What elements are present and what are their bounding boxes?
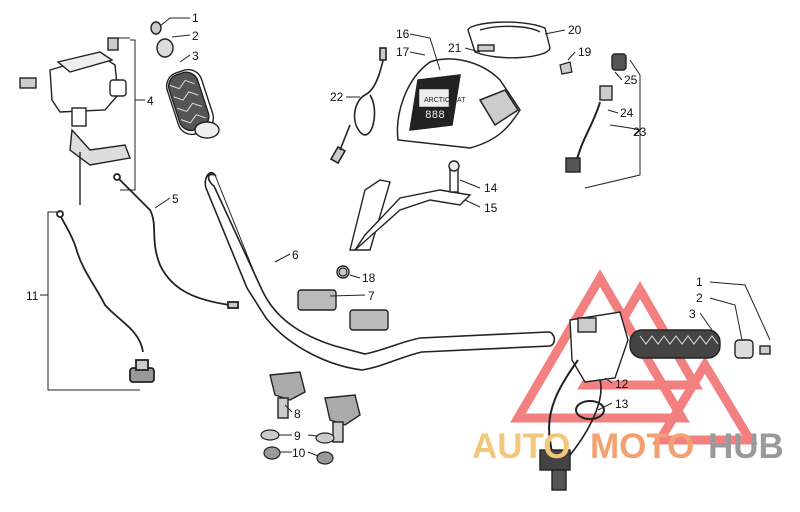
label-part-5: 5: [172, 192, 179, 206]
label-part-24: 24: [620, 106, 634, 120]
label-part-19: 19: [578, 45, 592, 59]
label-part-22: 22: [330, 90, 344, 104]
speedometer: [467, 21, 551, 59]
label-part-25: 25: [624, 73, 638, 87]
watermark-moto: MOTO: [590, 427, 694, 466]
label-part-6: 6: [292, 248, 299, 262]
instrument-pod: [396, 58, 521, 149]
watermark-hub: HUB: [708, 427, 784, 466]
label-part-17: 17: [396, 45, 410, 59]
pod-bracket: [349, 160, 472, 251]
label-part-20: 20: [568, 23, 582, 37]
cable-5: [113, 173, 239, 309]
left-grip: [150, 21, 220, 139]
label-part-13: 13: [615, 397, 629, 411]
label-part-3: 3: [192, 49, 199, 63]
label-part-4: 4: [147, 94, 154, 108]
label-part-1: 1: [192, 11, 199, 25]
label-part-2: 2: [192, 29, 199, 43]
washers-nuts: [260, 429, 335, 465]
watermark-auto: AUTO: [472, 427, 571, 466]
cable-22: [329, 47, 387, 165]
label-part-15: 15: [484, 201, 498, 215]
watermark-text: AUTO MOTO HUB: [472, 427, 784, 466]
part-labels: 1 2 3 4 5 6 7 8 9 10 11 12 13 14 15 16 1…: [26, 11, 703, 460]
throttle-housing: [19, 37, 131, 205]
handlebar: [204, 171, 556, 371]
label-part-10: 10: [292, 446, 306, 460]
cable-11: [56, 210, 155, 383]
watermark-logo: [510, 269, 758, 445]
label-right-part-2: 2: [696, 291, 703, 305]
switch-housing: [539, 311, 629, 491]
label-part-23: 23: [633, 125, 647, 139]
label-part-16: 16: [396, 27, 410, 41]
gauge-digits: 888: [425, 110, 445, 122]
label-part-14: 14: [484, 181, 498, 195]
fasteners: [338, 61, 573, 277]
leader-lines: [40, 17, 771, 457]
gauge-label: ARCTIC CAT: [424, 97, 466, 104]
label-part-9: 9: [294, 429, 301, 443]
label-part-11: 11: [26, 289, 39, 303]
risers-8: [269, 371, 361, 443]
label-right-part-3: 3: [689, 307, 696, 321]
label-part-18: 18: [362, 271, 376, 285]
label-right-part-1: 1: [696, 275, 703, 289]
clip-13: [575, 400, 605, 420]
label-part-7: 7: [368, 289, 375, 303]
wiring-23: [565, 53, 627, 173]
label-part-21: 21: [448, 41, 462, 55]
label-part-12: 12: [615, 377, 629, 391]
label-part-8: 8: [294, 407, 301, 421]
right-grip: [629, 329, 771, 359]
